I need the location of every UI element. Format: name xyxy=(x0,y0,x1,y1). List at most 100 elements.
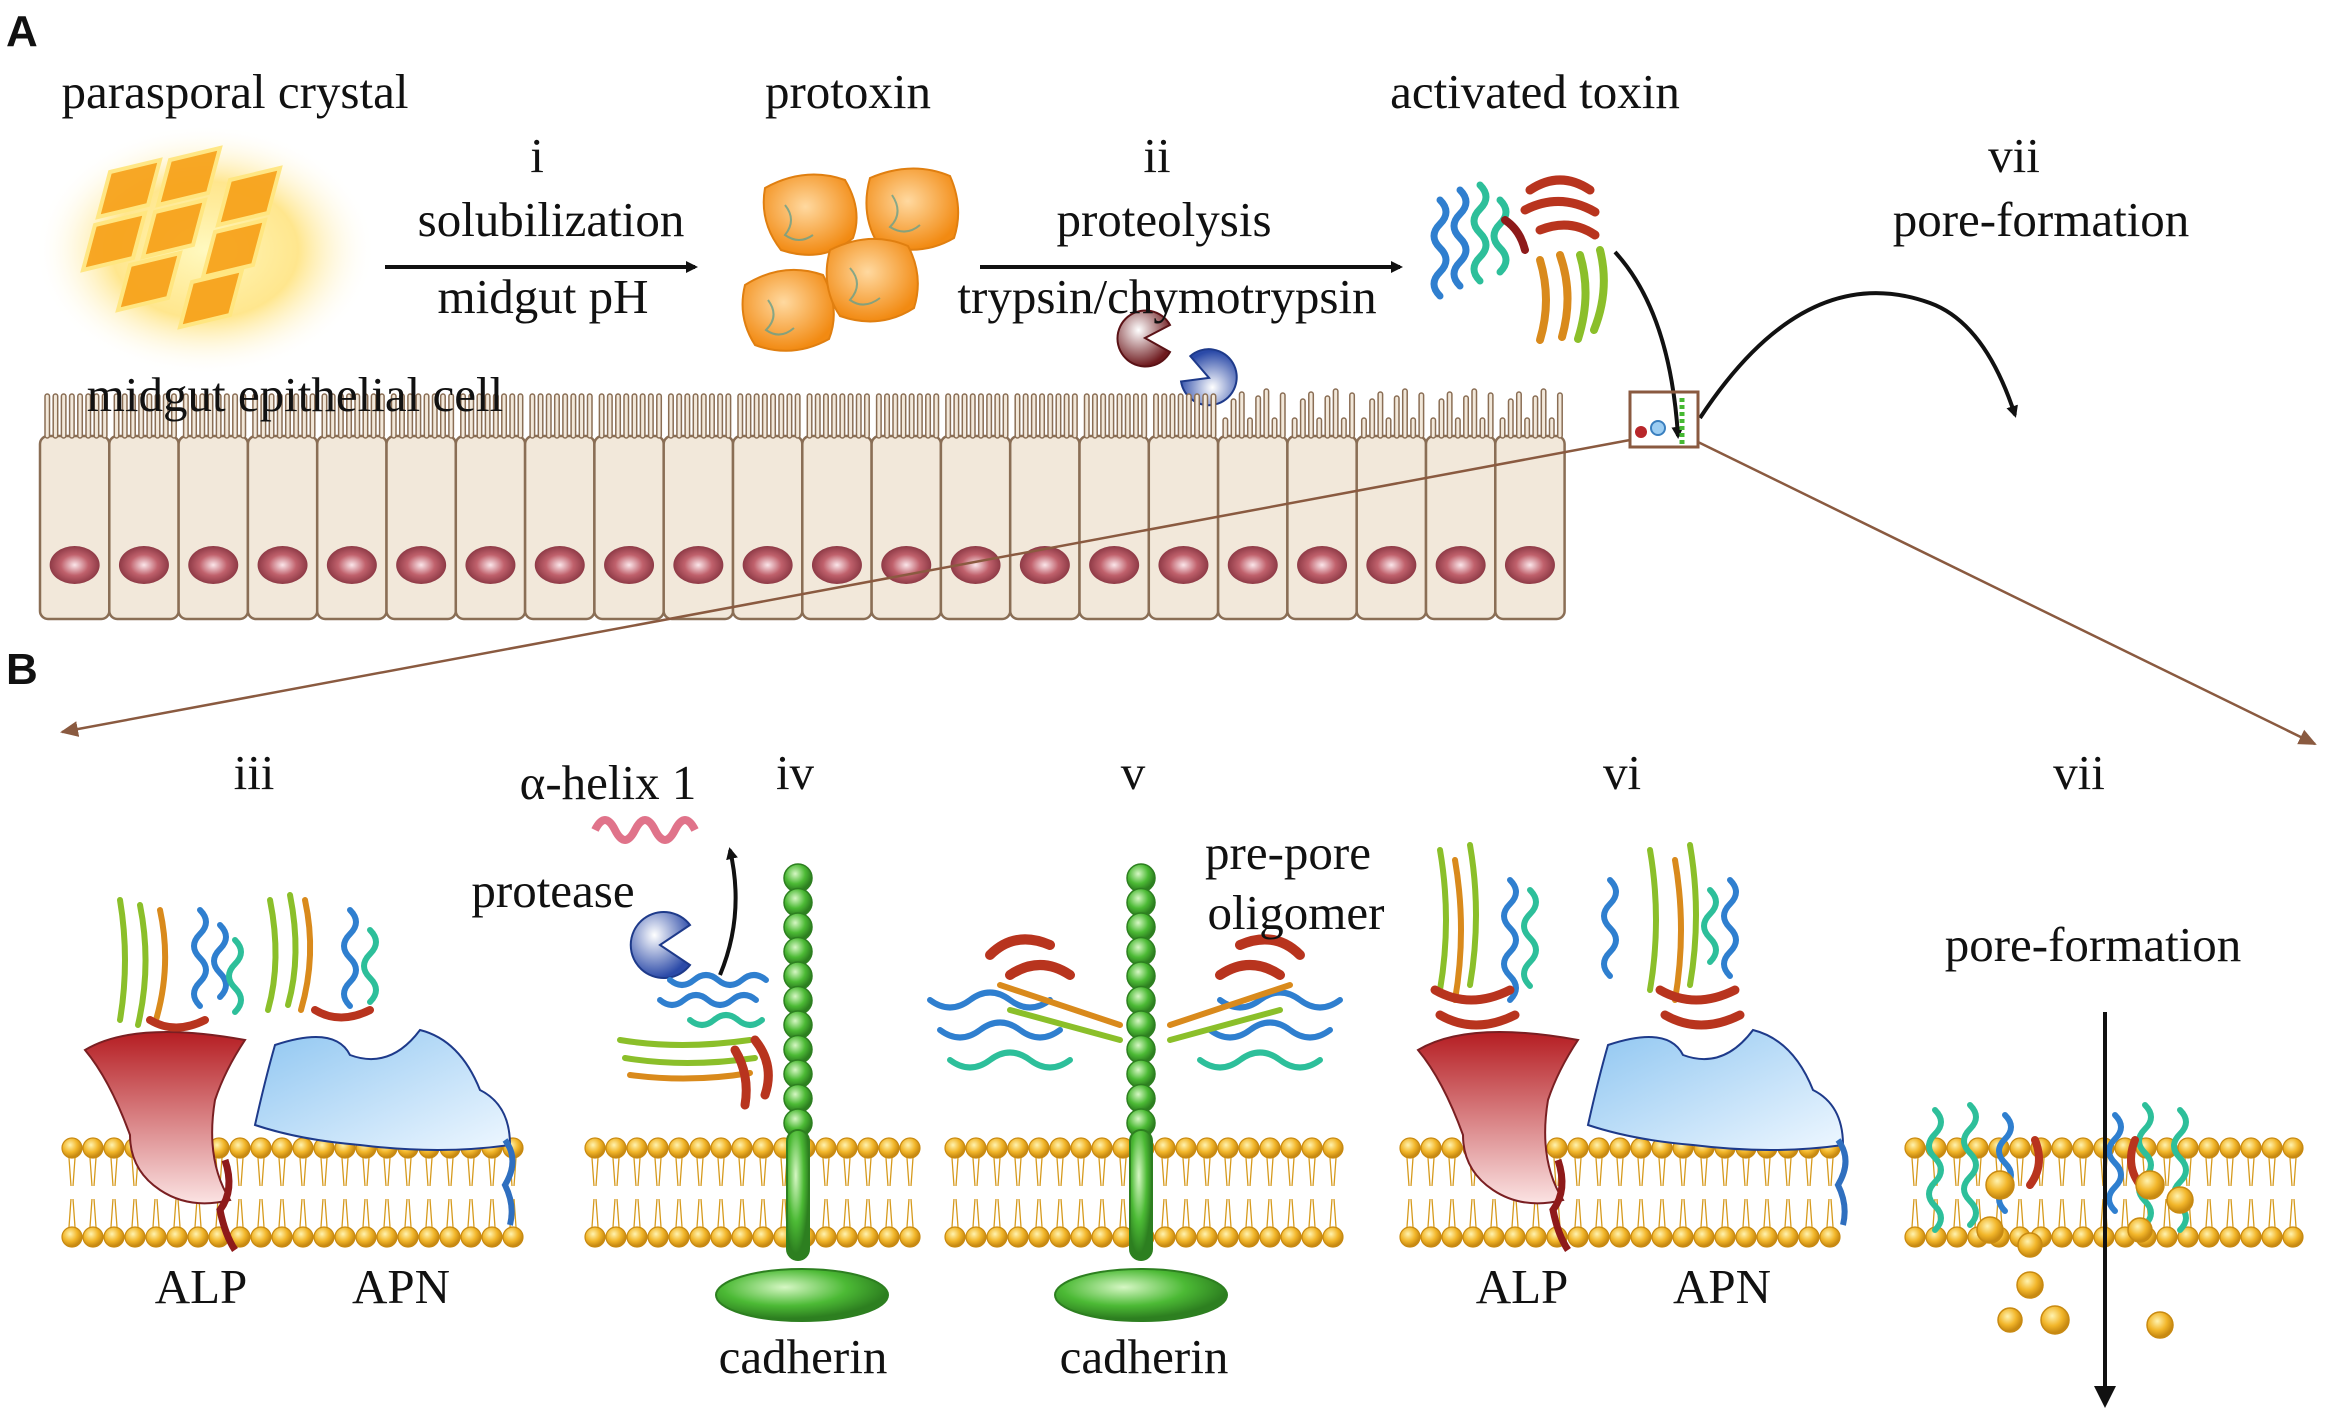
microvillus xyxy=(93,393,100,439)
microvillus xyxy=(892,393,899,439)
microvillus xyxy=(199,393,206,439)
microvillus xyxy=(390,393,397,439)
microvillus xyxy=(146,393,153,439)
microvillus xyxy=(378,393,385,439)
microvillus xyxy=(1316,417,1323,439)
microvillus xyxy=(268,393,275,439)
microvillus xyxy=(77,393,84,439)
activated-toxin-structure-icon xyxy=(1430,175,1608,344)
pointer-left xyxy=(60,438,1631,737)
microvillus xyxy=(615,393,622,439)
microvillus xyxy=(1014,393,1021,439)
microvillus xyxy=(509,393,516,439)
microvillus xyxy=(1369,398,1376,439)
microvillus xyxy=(113,393,120,439)
microvillus xyxy=(1063,393,1070,439)
microvillus xyxy=(598,393,605,439)
microvillus xyxy=(52,393,59,439)
microvillus xyxy=(1471,388,1478,439)
step-ii-trypsin-chymotrypsin: trypsin/chymotrypsin xyxy=(957,269,1377,324)
microvillus xyxy=(182,393,189,439)
epithelial-cell xyxy=(731,434,804,621)
microvillus xyxy=(1202,393,1209,439)
alp-receptor-vi xyxy=(1416,1031,1580,1252)
step-vi-number: vi xyxy=(1602,745,1642,800)
microvillus xyxy=(839,393,846,439)
microvillus xyxy=(1071,393,1078,439)
microvillus xyxy=(362,393,369,439)
nucleus-icon xyxy=(118,546,169,584)
apn-receptor-vi xyxy=(1586,1028,1849,1226)
microvillus xyxy=(814,393,821,439)
oligomer-structure-vi xyxy=(1430,842,1745,1030)
microvillus xyxy=(162,393,169,439)
nucleus-icon xyxy=(1227,546,1278,584)
step-i-number: i xyxy=(530,128,544,183)
microvillus xyxy=(1279,392,1286,439)
microvillus xyxy=(1030,393,1037,439)
pre-pore-oligomer-structure xyxy=(927,934,1343,1071)
microvillus xyxy=(1393,395,1400,439)
microvillus xyxy=(398,393,405,439)
epithelial-cell xyxy=(1286,434,1358,621)
nucleus-icon xyxy=(950,546,1001,584)
microvillus xyxy=(717,393,724,439)
toxin-structure-iv xyxy=(617,972,773,1110)
microvillus xyxy=(1446,391,1453,439)
microvillus xyxy=(1091,393,1098,439)
microvillus xyxy=(232,393,239,439)
zoom-box xyxy=(1628,390,1700,449)
toxin-bound-marker-blue xyxy=(1650,420,1666,436)
microvillus xyxy=(831,393,838,439)
step-ii-proteolysis: proteolysis xyxy=(1056,192,1272,247)
microvillus xyxy=(1524,417,1531,439)
label-protoxin: protoxin xyxy=(764,64,932,119)
microvillus xyxy=(448,393,455,439)
microvillus xyxy=(468,393,475,439)
microvillus xyxy=(884,393,891,439)
microvillus xyxy=(293,393,300,439)
alpha-helix-1-icon xyxy=(591,816,699,844)
microvillus xyxy=(1308,391,1315,439)
trypsin-protease-icon xyxy=(1116,309,1172,368)
microvillus xyxy=(1055,393,1062,439)
nucleus-icon xyxy=(49,546,100,584)
microvillus xyxy=(676,393,683,439)
microvillus xyxy=(321,393,328,439)
microvillus xyxy=(170,393,177,439)
microvillus xyxy=(570,393,577,439)
microvillus xyxy=(431,393,438,439)
microvillus xyxy=(1185,393,1192,439)
microvillus xyxy=(900,393,907,439)
microvillus xyxy=(154,393,161,439)
epithelial-cell xyxy=(1008,434,1081,621)
step-iii-number: iii xyxy=(233,745,275,800)
lipid-bilayers xyxy=(61,1137,2304,1248)
microvillus xyxy=(1002,393,1009,439)
step-iv-number: iv xyxy=(775,745,815,800)
microvillus xyxy=(1487,392,1494,439)
lipid-bilayer xyxy=(61,1137,524,1248)
epithelial-cell xyxy=(1216,434,1289,621)
microvillus xyxy=(346,393,353,439)
microvillus xyxy=(916,393,923,439)
microvillus xyxy=(1230,398,1237,439)
microvillus xyxy=(1161,393,1168,439)
microvillus xyxy=(138,393,145,439)
microvillus xyxy=(1349,392,1356,439)
nucleus-icon xyxy=(534,546,585,584)
label-activated-toxin: activated toxin xyxy=(1390,64,1680,119)
epithelial-cell xyxy=(1355,434,1428,621)
microvillus xyxy=(129,393,136,439)
microvillus xyxy=(1153,393,1160,439)
microvillus xyxy=(977,393,984,439)
epithelial-cell xyxy=(662,434,735,621)
microvillus xyxy=(1430,417,1437,439)
nucleus-icon xyxy=(1019,546,1070,584)
microvillus xyxy=(1141,393,1148,439)
microvillus xyxy=(1548,417,1555,439)
epithelial-cell xyxy=(315,434,388,621)
microvillus xyxy=(1132,393,1139,439)
microvillus xyxy=(1177,393,1184,439)
